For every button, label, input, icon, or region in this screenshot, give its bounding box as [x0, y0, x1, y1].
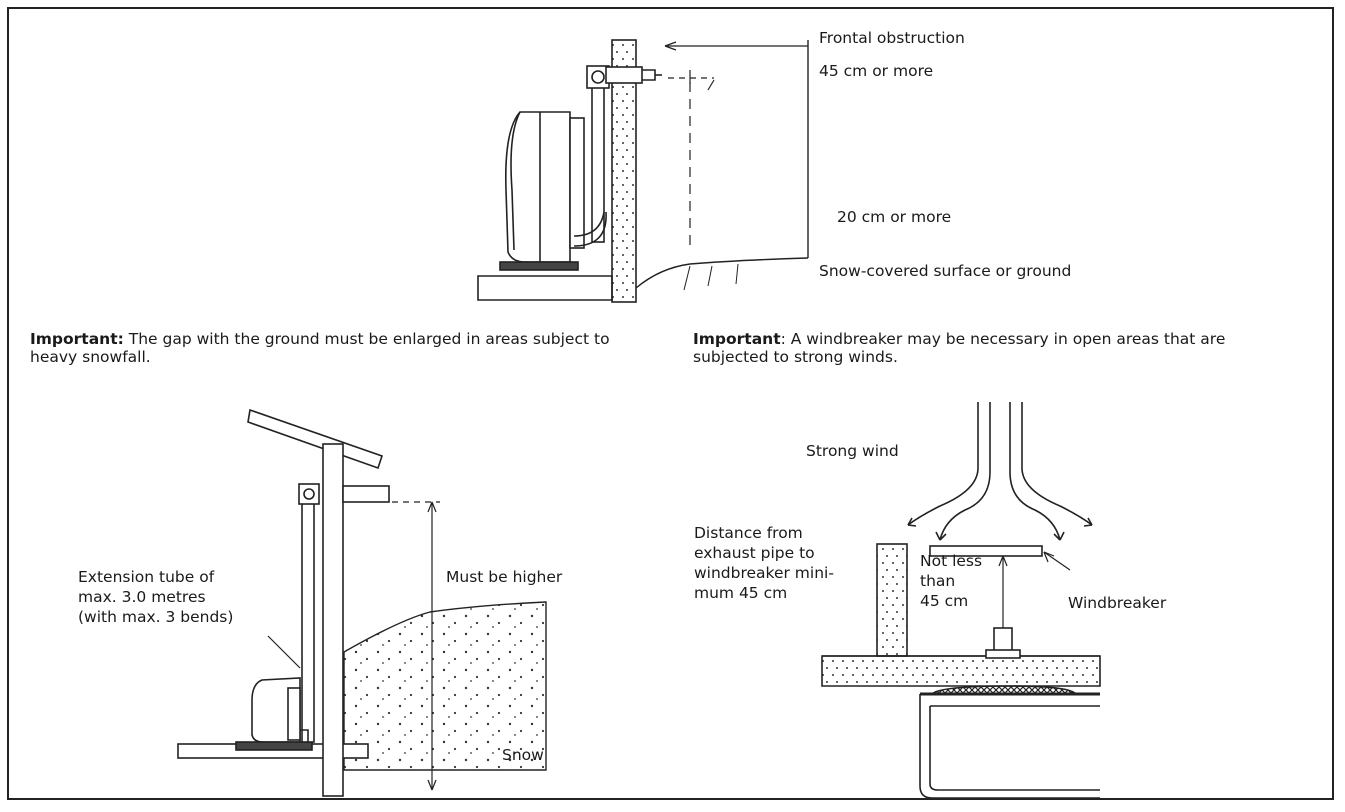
note-windbreaker: Important: A windbreaker may be necessar… [693, 330, 1283, 366]
snowfall-installation-drawing [177, 408, 547, 797]
extension-tube-label-1: Extension tube of [78, 568, 215, 586]
surface-label: Snow-covered surface or ground [819, 262, 1072, 280]
snow-label: Snow [502, 746, 544, 764]
extension-tube-label-3: (with max. 3 bends) [78, 608, 234, 626]
note-snowfall-strong: Important: [30, 330, 124, 348]
top-installation-drawing [477, 39, 809, 303]
clearance-ground-label: 20 cm or more [837, 208, 952, 226]
not-less-label-1: Not less [920, 552, 983, 570]
distance-label-2: exhaust pipe to [694, 544, 815, 562]
clearance-front-label: 45 cm or more [819, 62, 934, 80]
extension-tube-label-2: max. 3.0 metres [78, 588, 206, 606]
distance-label-1: Distance from [694, 524, 803, 542]
note-windbreaker-text: : A windbreaker may be necessary in open… [693, 330, 1226, 366]
note-snowfall-text: The gap with the ground must be enlarged… [30, 330, 610, 366]
not-less-label-2: than [920, 572, 956, 590]
not-less-label-3: 45 cm [920, 592, 969, 610]
windbreaker-drawing [821, 402, 1101, 799]
note-snowfall: Important: The gap with the ground must … [30, 330, 640, 366]
strong-wind-label: Strong wind [806, 442, 899, 460]
distance-label-3: windbreaker mini- [694, 564, 834, 582]
frontal-obstruction-label: Frontal obstruction [819, 29, 965, 47]
distance-label-4: mum 45 cm [694, 584, 788, 602]
note-windbreaker-strong: Important [693, 330, 781, 348]
must-be-higher-label: Must be higher [446, 568, 563, 586]
diagram-frame [7, 7, 1334, 800]
windbreaker-label: Windbreaker [1068, 594, 1167, 612]
